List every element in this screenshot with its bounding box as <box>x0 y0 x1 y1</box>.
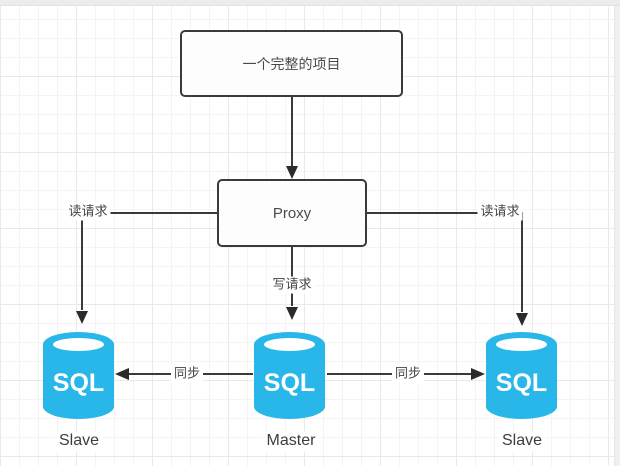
proxy-box-label: Proxy <box>272 204 312 222</box>
project-box-label: 一个完整的项目 <box>242 55 341 72</box>
cylinder-top-highlight <box>53 338 104 351</box>
proxy-box[interactable]: Proxy <box>217 179 367 247</box>
edge-read-right[interactable] <box>367 212 528 326</box>
read-right-edge-label[interactable]: 读请求 <box>477 203 523 221</box>
sql-icon-text: SQL <box>496 369 547 397</box>
arrow-down-icon <box>76 311 88 324</box>
edge-project-to-proxy[interactable] <box>286 97 298 179</box>
arrow-left-icon <box>115 368 129 380</box>
top-scrollbar-track[interactable] <box>0 0 620 6</box>
sync-left-edge-label[interactable]: 同步 <box>170 365 204 383</box>
database-cylinder-icon <box>254 332 325 419</box>
sql-icon-text: SQL <box>53 369 104 397</box>
slave-left-label[interactable]: Slave <box>54 431 104 451</box>
right-scrollbar-track[interactable] <box>614 0 620 466</box>
sync-right-edge-label[interactable]: 同步 <box>391 365 425 383</box>
write-edge-label[interactable]: 写请求 <box>269 276 315 294</box>
edge-write[interactable] <box>286 247 298 320</box>
arrow-down-icon <box>286 166 298 179</box>
arrow-right-icon <box>471 368 485 380</box>
cylinder-top-highlight <box>496 338 547 351</box>
slave-right-label[interactable]: Slave <box>497 431 547 451</box>
slave-db-left[interactable]: SQL <box>43 332 114 419</box>
sql-icon-text: SQL <box>264 369 315 397</box>
slave-db-right[interactable]: SQL <box>486 332 557 419</box>
cylinder-top-highlight <box>264 338 315 351</box>
read-left-edge-label[interactable]: 读请求 <box>65 203 111 221</box>
database-cylinder-icon <box>43 332 114 419</box>
database-cylinder-icon <box>486 332 557 419</box>
project-box[interactable]: 一个完整的项目 <box>180 30 403 97</box>
arrow-down-icon <box>516 313 528 326</box>
arrow-down-icon <box>286 307 298 320</box>
edge-read-left[interactable] <box>76 212 217 324</box>
master-label[interactable]: Master <box>262 431 320 451</box>
master-db[interactable]: SQL <box>254 332 325 419</box>
